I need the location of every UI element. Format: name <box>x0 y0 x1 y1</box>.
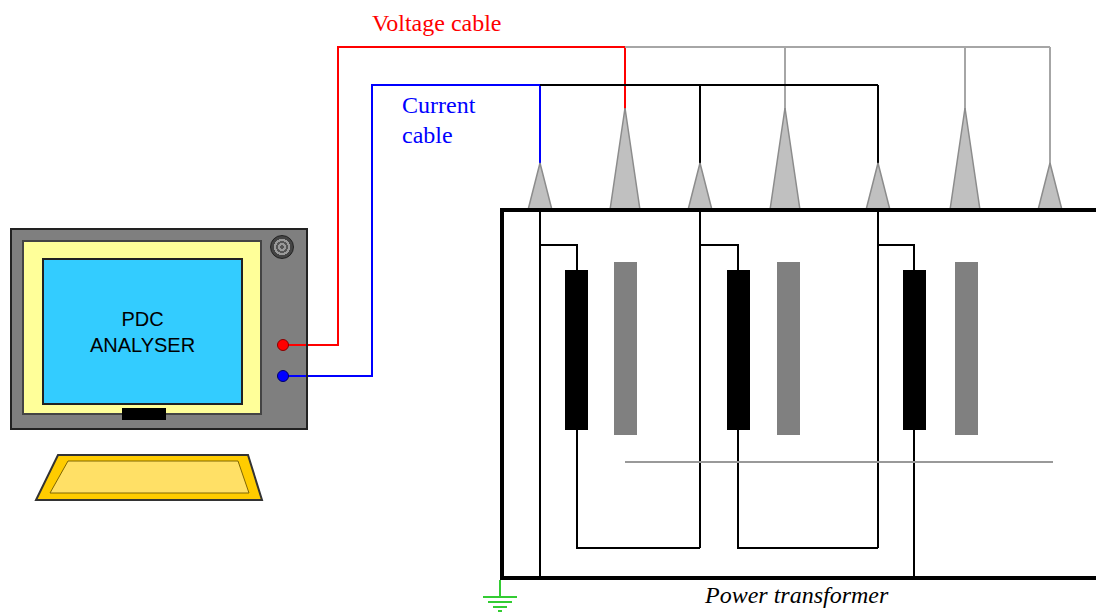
winding-lead <box>878 245 914 270</box>
monitor-speaker <box>270 235 294 259</box>
monitor-screen: PDC ANALYSER <box>42 258 243 405</box>
winding <box>903 270 926 430</box>
voltage-wires <box>625 47 1050 166</box>
bushings <box>528 108 1062 210</box>
current-socket <box>277 370 289 382</box>
bushing <box>770 108 800 210</box>
ground-bar <box>483 596 517 598</box>
winding-lead <box>700 245 738 270</box>
active-part <box>565 262 1053 462</box>
voltage-socket <box>277 339 289 351</box>
winding-lead <box>540 430 914 578</box>
keyboard-keys <box>50 461 249 493</box>
black-socket-bar <box>122 408 166 420</box>
current-cable-label: Current cable <box>402 90 497 150</box>
winding-lead <box>540 245 577 270</box>
current-cable <box>308 85 540 376</box>
winding-lead <box>577 430 700 548</box>
ground-wire <box>499 580 501 597</box>
core-limb <box>614 262 637 435</box>
pdc-analyser: PDC ANALYSER <box>10 228 308 430</box>
current-bus-wire <box>540 84 878 86</box>
keyboard <box>36 455 262 500</box>
voltage-drop-wire <box>1049 47 1051 166</box>
analyser-label: PDC ANALYSER <box>78 306 208 358</box>
core-limb <box>955 262 978 435</box>
ground-bar <box>493 606 507 608</box>
core-limb <box>777 262 800 435</box>
winding <box>727 270 750 430</box>
ground-bar <box>498 610 502 612</box>
bushing <box>688 163 712 210</box>
ground-symbol <box>483 580 517 611</box>
bushing <box>866 163 890 210</box>
phase-wire <box>877 85 879 548</box>
voltage-bus-wire <box>625 46 1050 48</box>
keyboard-body <box>36 455 262 500</box>
transformer-heading: Power transformer <box>705 581 888 609</box>
voltage-cable-label: Voltage cable <box>372 8 582 38</box>
phase-wire <box>539 208 541 578</box>
winding <box>565 270 588 430</box>
bushing <box>950 108 980 210</box>
transformer-tank: Power transformer <box>500 208 1096 580</box>
ground-bar <box>488 601 512 603</box>
bushing <box>1038 163 1062 210</box>
bushing <box>610 108 640 210</box>
winding-lead <box>738 430 878 548</box>
bushing <box>528 163 552 210</box>
voltage-drop-wire <box>964 47 966 110</box>
core-yoke-line <box>625 461 1053 463</box>
voltage-drop-wire <box>784 47 786 110</box>
winding-wires <box>540 85 914 578</box>
phase-wire <box>699 85 701 548</box>
